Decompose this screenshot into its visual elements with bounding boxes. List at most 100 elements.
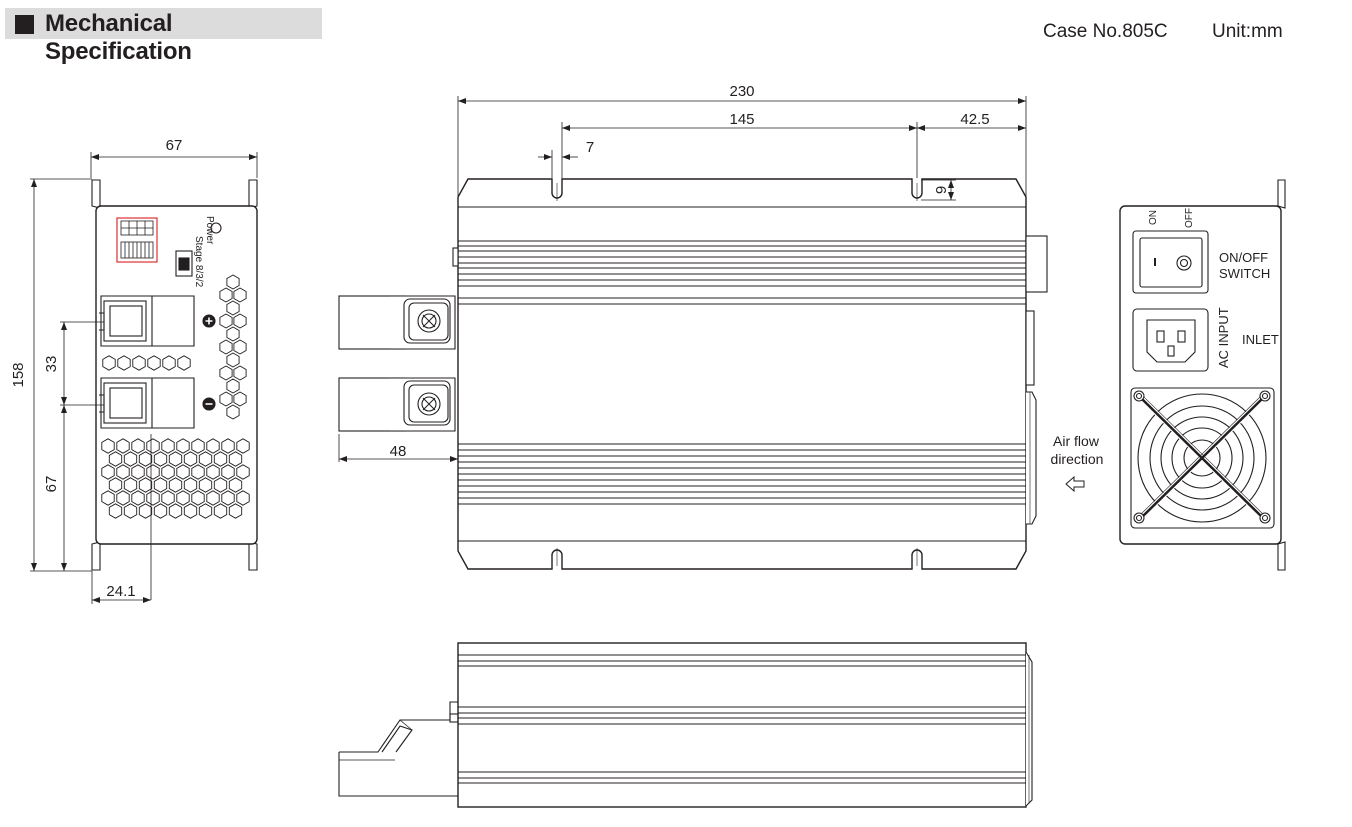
vent-hole xyxy=(102,355,116,371)
vent-hole xyxy=(168,477,183,493)
vent-hole xyxy=(226,352,240,368)
vent-hole xyxy=(177,355,191,371)
vent-hole xyxy=(131,464,145,480)
vent-hole xyxy=(123,503,138,519)
vent-hole xyxy=(138,451,153,467)
vent-hole xyxy=(146,438,160,454)
header-square-icon xyxy=(15,15,34,34)
on-label: ON xyxy=(1148,210,1159,225)
vent-hole xyxy=(226,300,240,316)
vent-hole xyxy=(123,451,138,467)
vent-hole xyxy=(131,438,145,454)
vent-hole xyxy=(116,438,130,454)
vent-hole xyxy=(206,490,220,506)
vent-hole xyxy=(233,391,247,407)
vent-hole xyxy=(206,464,220,480)
dim-end-offset: 42.5 xyxy=(960,111,989,128)
vent-hole xyxy=(161,464,175,480)
vent-hole xyxy=(226,378,240,394)
vent-hole xyxy=(117,355,131,371)
vent-hole xyxy=(219,287,233,303)
side-view xyxy=(338,642,1033,808)
vent-hole xyxy=(219,313,233,329)
vent-hole xyxy=(228,451,243,467)
vent-hole xyxy=(191,464,205,480)
top-dimensions xyxy=(338,96,1027,462)
vent-hole xyxy=(226,326,240,342)
vent-hole xyxy=(228,477,243,493)
vent-hole xyxy=(131,490,145,506)
front-dimensions xyxy=(30,152,258,604)
vent-hole xyxy=(116,490,130,506)
vent-hole xyxy=(116,464,130,480)
ac-input-label: AC INPUT xyxy=(1216,307,1231,368)
vent-hole xyxy=(168,451,183,467)
vent-hole xyxy=(191,490,205,506)
vent-hole xyxy=(183,503,198,519)
vent-hole xyxy=(108,451,123,467)
vent-hole xyxy=(183,451,198,467)
vent-hole xyxy=(226,274,240,290)
front-panel-view xyxy=(91,179,258,600)
airflow-label-2: direction xyxy=(1051,451,1104,467)
vent-hole xyxy=(219,339,233,355)
vent-hole xyxy=(236,438,250,454)
vent-hole xyxy=(176,464,190,480)
rear-panel-view xyxy=(1119,179,1286,571)
vent-hole xyxy=(219,365,233,381)
power-label: Power xyxy=(204,216,215,245)
vent-hole xyxy=(198,451,213,467)
dim-terminal-height: 67 xyxy=(43,476,60,493)
vent-hole xyxy=(221,464,235,480)
vent-hole xyxy=(213,503,228,519)
dim-front-width: 67 xyxy=(166,137,183,154)
dim-overall-length: 230 xyxy=(729,83,754,100)
vent-hole xyxy=(101,490,115,506)
vent-hole xyxy=(101,464,115,480)
vent-hole xyxy=(233,287,247,303)
vent-hole xyxy=(138,503,153,519)
vent-hole xyxy=(236,490,250,506)
vent-hole xyxy=(146,490,160,506)
vent-hole xyxy=(153,477,168,493)
vent-hole xyxy=(101,438,115,454)
unit-label: Unit:mm xyxy=(1212,21,1283,42)
dim-slot-width: 7 xyxy=(586,139,594,156)
inlet-label: INLET xyxy=(1242,332,1279,347)
vent-hole xyxy=(228,503,243,519)
vent-hole xyxy=(176,490,190,506)
vent-hole xyxy=(219,391,233,407)
vent-hole xyxy=(233,365,247,381)
switch-label-2: SWITCH xyxy=(1219,266,1270,281)
vent-hole xyxy=(161,438,175,454)
dim-front-height: 158 xyxy=(10,362,27,387)
vent-hole xyxy=(221,490,235,506)
vent-hole xyxy=(123,477,138,493)
dim-slot-depth: 9 xyxy=(933,186,950,194)
vent-hole xyxy=(221,438,235,454)
vent-hole xyxy=(183,477,198,493)
vent-hole xyxy=(138,477,153,493)
vent-hole xyxy=(236,464,250,480)
vent-hole xyxy=(191,438,205,454)
vent-hole xyxy=(108,503,123,519)
vent-hole xyxy=(153,451,168,467)
section-header: Mechanical Specification xyxy=(5,8,322,65)
vent-hole xyxy=(198,477,213,493)
top-view xyxy=(338,178,1085,570)
vent-hole xyxy=(153,503,168,519)
vent-hole xyxy=(226,404,240,420)
dim-terminal-offset: 24.1 xyxy=(106,583,135,600)
dim-cable-length: 48 xyxy=(390,443,407,460)
vent-hole xyxy=(176,438,190,454)
stage-label: Stage 8/3/2 xyxy=(193,236,204,288)
dim-terminal-pitch: 33 xyxy=(43,356,60,373)
vent-hole xyxy=(168,503,183,519)
vent-hole xyxy=(198,503,213,519)
vent-hole xyxy=(213,477,228,493)
vent-hole xyxy=(162,355,176,371)
dim-hole-pitch: 145 xyxy=(729,111,754,128)
vent-hole xyxy=(108,477,123,493)
vent-hole xyxy=(206,438,220,454)
